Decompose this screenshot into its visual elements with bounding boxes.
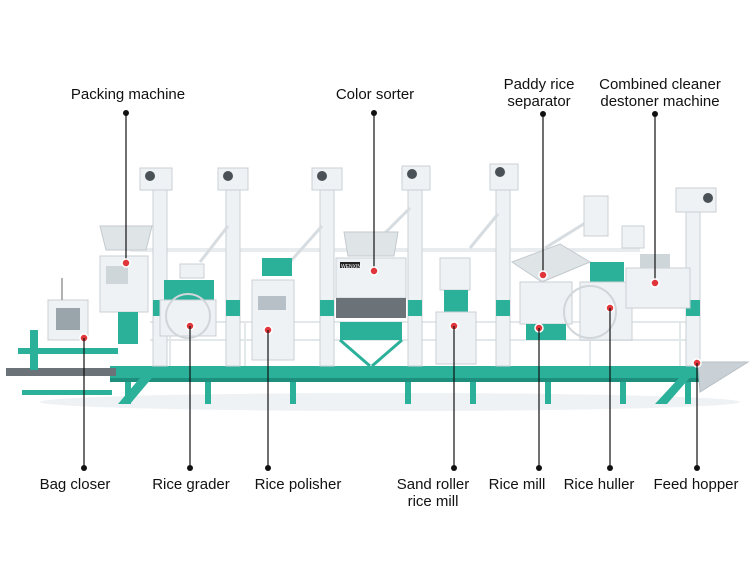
- label-rice-mill: Rice mill: [489, 476, 546, 493]
- label-text-line2: rice mill: [407, 493, 459, 510]
- chutes: [198, 206, 591, 263]
- label-text-line2: destoner machine: [600, 93, 720, 110]
- callout-rice-grader: [185, 321, 195, 471]
- callout-combined-cleaner: [650, 111, 660, 288]
- label-text-line2: separator: [507, 93, 571, 110]
- rice-mill-machine: [510, 243, 592, 340]
- label-text: Rice polisher: [254, 476, 342, 493]
- label-bag-closer: Bag closer: [40, 476, 111, 493]
- label-rice-polisher: Rice polisher: [255, 476, 342, 493]
- bag-closer-machine: [6, 278, 118, 395]
- label-rice-grader: Rice grader: [152, 476, 230, 493]
- color-sorter-machine: WENXIN: [335, 231, 407, 368]
- feed-hopper-machine: [697, 361, 750, 393]
- sorter-brand: WENXIN: [341, 264, 361, 270]
- label-text: Feed hopper: [653, 476, 739, 493]
- callout-paddy-separator: [538, 111, 548, 280]
- label-text: Rice huller: [563, 476, 635, 493]
- rice-huller-machine: [563, 262, 633, 341]
- callouts: [79, 110, 702, 471]
- label-combined-cleaner: Combined cleaner destoner machine: [599, 76, 721, 110]
- callout-rice-huller: [605, 303, 615, 471]
- callout-rice-polisher: [263, 325, 273, 471]
- label-text: Rice mill: [488, 476, 546, 493]
- label-color-sorter: Color sorter: [336, 86, 414, 103]
- callout-color-sorter: [369, 110, 379, 276]
- label-text-line1: Sand roller: [396, 476, 470, 493]
- callout-feed-hopper: [692, 358, 702, 471]
- label-sand-roller: Sand roller rice mill: [397, 476, 470, 510]
- label-text: Rice grader: [152, 476, 230, 493]
- sand-roller-rice-mill-machine: [435, 257, 477, 365]
- bucket-elevators: [139, 163, 717, 367]
- label-text: Bag closer: [39, 476, 111, 493]
- label-rice-huller: Rice huller: [564, 476, 635, 493]
- label-text: Color sorter: [335, 86, 415, 103]
- label-feed-hopper: Feed hopper: [653, 476, 738, 493]
- label-packing-machine: Packing machine: [71, 86, 185, 103]
- rice-polisher-machine: [251, 258, 295, 361]
- label-text-line1: Combined cleaner: [599, 76, 721, 93]
- label-text-line1: Paddy rice: [503, 76, 575, 93]
- label-text: Packing machine: [70, 86, 186, 103]
- combined-cleaner-machine: [583, 195, 691, 309]
- ground-shadow: [40, 393, 740, 411]
- callout-rice-mill: [534, 323, 544, 471]
- callout-packing-machine: [121, 110, 131, 268]
- label-paddy-separator: Paddy rice separator: [504, 76, 575, 110]
- platform: [110, 366, 705, 404]
- callout-bag-closer: [79, 333, 89, 471]
- callout-sand-roller: [449, 321, 459, 471]
